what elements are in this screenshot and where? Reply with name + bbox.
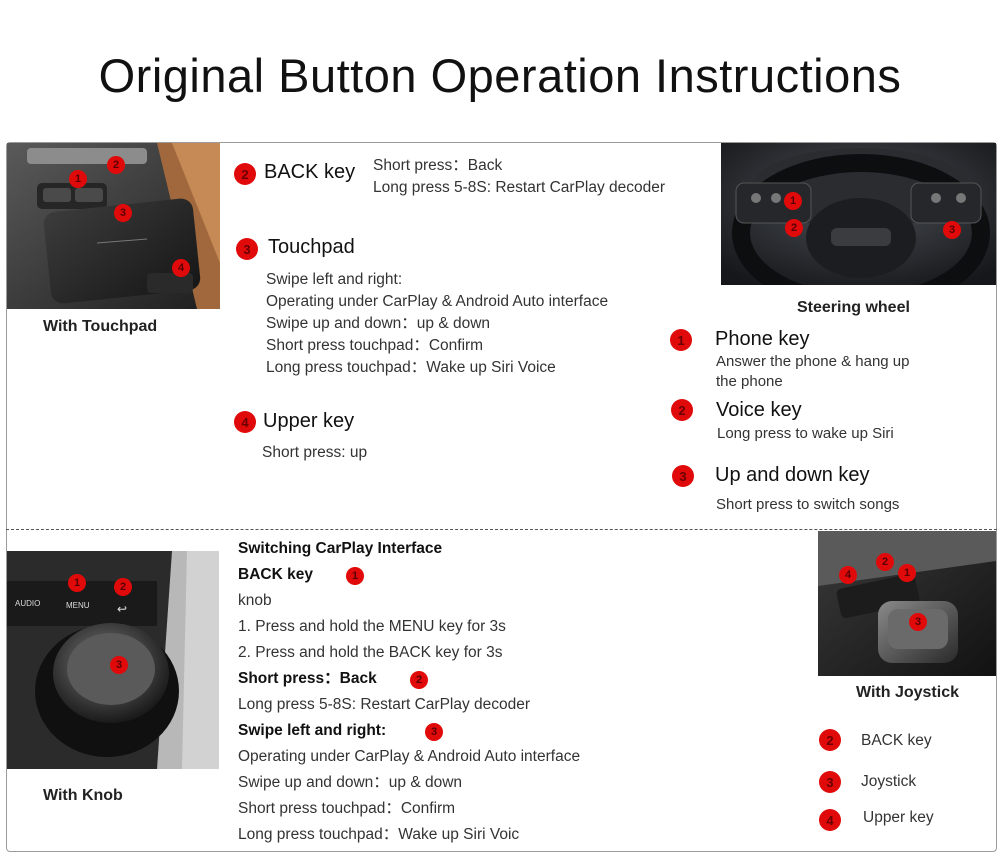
- joystick-photo-badge-2: 2: [876, 553, 894, 571]
- back-key-line-1: Short press：Back: [373, 157, 503, 174]
- steering-photo-badge-2: 2: [785, 219, 803, 237]
- upper-key-line-1: Short press: up: [262, 444, 368, 461]
- joystick-caption: With Joystick: [856, 684, 959, 701]
- voice-key-heading: Voice key: [716, 399, 802, 421]
- knob-word: knob: [238, 592, 272, 609]
- joystick-legend-badge-1: 2: [819, 729, 841, 751]
- back-key-badge: 2: [234, 163, 256, 185]
- section-divider: [6, 529, 997, 530]
- voice-key-line-1: Long press to wake up Siri: [717, 425, 894, 442]
- knob-swipe-badge: 3: [425, 723, 443, 741]
- knob-back-key-badge: 1: [346, 567, 364, 585]
- knob-back-key-label: BACK key: [238, 566, 313, 583]
- joystick-legend-badge-2: 3: [819, 771, 841, 793]
- steering-wheel-photo: [721, 143, 996, 285]
- touchpad-badge: 3: [236, 238, 258, 260]
- knob-long-press-line: Long press 5-8S: Restart CarPlay decoder: [238, 696, 531, 713]
- knob-photo-badge-1: 1: [68, 574, 86, 592]
- joystick-legend-label-3: Upper key: [863, 809, 934, 826]
- touchpad-heading: Touchpad: [268, 236, 355, 258]
- knob-line-1: Operating under CarPlay & Android Auto i…: [238, 748, 581, 765]
- knob-step-1: 1. Press and hold the MENU key for 3s: [238, 618, 506, 635]
- touchpad-photo-badge-3: 3: [114, 204, 132, 222]
- phone-key-badge: 1: [670, 329, 692, 351]
- joystick-legend-label-2: Joystick: [861, 773, 917, 790]
- knob-short-press-label: Short press：Back: [238, 670, 377, 687]
- joystick-legend-label-1: BACK key: [861, 732, 932, 749]
- knob-heading: Switching CarPlay Interface: [238, 540, 443, 557]
- knob-photo-badge-2: 2: [114, 578, 132, 596]
- phone-key-line-2: the phone: [716, 373, 783, 390]
- joystick-photo-badge-3: 3: [909, 613, 927, 631]
- knob-photo-label-menu: MENU: [66, 601, 90, 610]
- back-key-heading: BACK key: [264, 161, 356, 183]
- phone-key-heading: Phone key: [715, 328, 810, 350]
- touchpad-line-2: Operating under CarPlay & Android Auto i…: [266, 293, 609, 310]
- touchpad-line-4: Short press touchpad：Confirm: [266, 337, 484, 354]
- knob-photo-label-audio: AUDIO: [15, 599, 41, 608]
- steering-photo-badge-1: 1: [784, 192, 802, 210]
- updown-key-badge: 3: [672, 465, 694, 487]
- joystick-photo-badge-4: 4: [839, 566, 857, 584]
- touchpad-line-5: Long press touchpad：Wake up Siri Voice: [266, 359, 556, 376]
- touchpad-line-3: Swipe up and down：up & down: [266, 315, 491, 332]
- knob-photo-badge-3: 3: [110, 656, 128, 674]
- knob-line-2: Swipe up and down：up & down: [238, 774, 463, 791]
- updown-key-line-1: Short press to switch songs: [716, 496, 900, 513]
- voice-key-badge: 2: [671, 399, 693, 421]
- updown-key-heading: Up and down key: [715, 464, 870, 486]
- touchpad-photo-badge-4: 4: [172, 259, 190, 277]
- touchpad-photo-badge-2: 2: [107, 156, 125, 174]
- knob-caption: With Knob: [43, 787, 123, 804]
- knob-line-4: Long press touchpad：Wake up Siri Voic: [238, 826, 520, 843]
- upper-key-badge: 4: [234, 411, 256, 433]
- knob-photo-back-arrow-icon: ↩: [117, 602, 128, 616]
- joystick-photo: [818, 531, 996, 676]
- knob-swipe-label: Swipe left and right:: [238, 722, 387, 739]
- page-title: Original Button Operation Instructions: [98, 49, 902, 102]
- knob-step-2: 2. Press and hold the BACK key for 3s: [238, 644, 503, 661]
- back-key-line-2: Long press 5-8S: Restart CarPlay decoder: [373, 179, 666, 196]
- touchpad-caption: With Touchpad: [43, 318, 158, 335]
- knob-short-press-badge: 2: [410, 671, 428, 689]
- joystick-legend-badge-3: 4: [819, 809, 841, 831]
- touchpad-photo-badge-1: 1: [69, 170, 87, 188]
- upper-key-heading: Upper key: [263, 410, 355, 432]
- knob-line-3: Short press touchpad：Confirm: [238, 800, 456, 817]
- touchpad-line-1: Swipe left and right:: [266, 271, 403, 288]
- joystick-photo-badge-1: 1: [898, 564, 916, 582]
- steering-caption: Steering wheel: [797, 299, 910, 316]
- steering-photo-badge-3: 3: [943, 221, 961, 239]
- phone-key-line-1: Answer the phone & hang up: [716, 353, 910, 370]
